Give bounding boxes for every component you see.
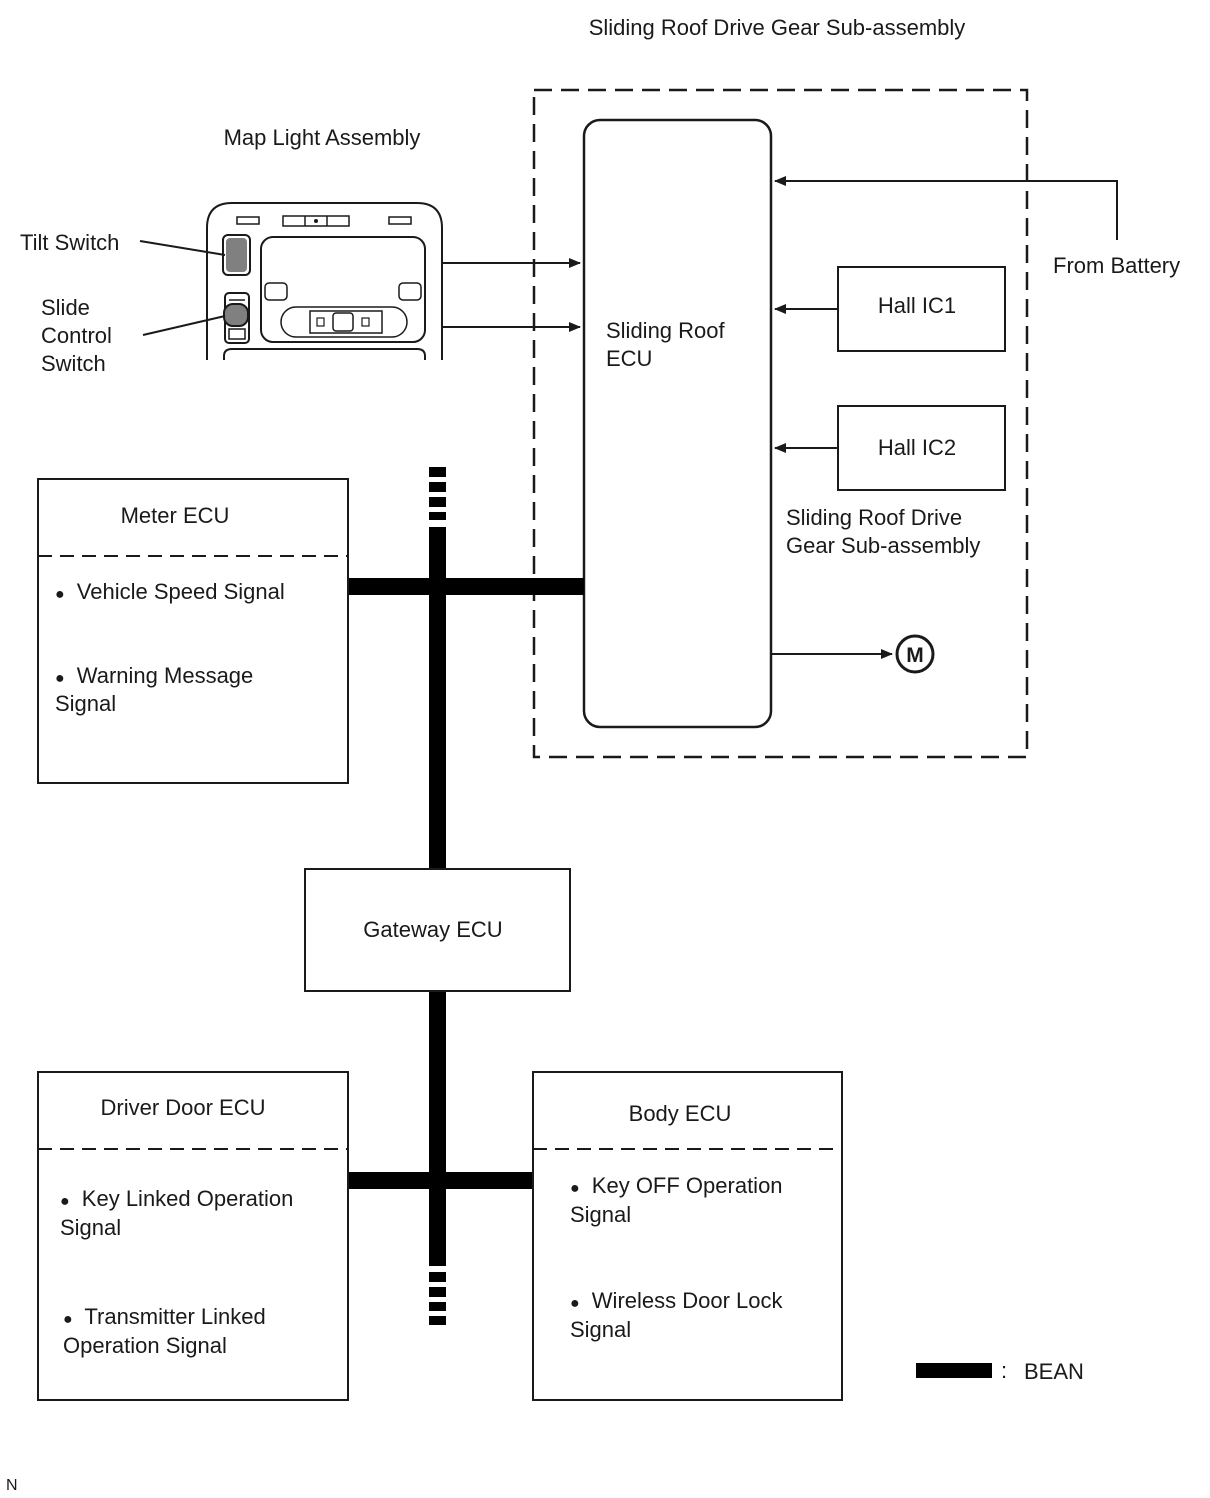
legend-colon: :	[1001, 1358, 1007, 1383]
bullet: ●	[55, 670, 65, 687]
body-ecu-title: Body ECU	[629, 1101, 732, 1126]
slide-control-switch-label: Slide Control Switch	[41, 295, 118, 376]
driver-door-ecu-signal-2: ● Transmitter Linked Operation Signal	[63, 1304, 272, 1358]
motor-label: M	[906, 644, 924, 667]
drive-gear-top-label: Sliding Roof Drive Gear Sub-assembly	[589, 15, 966, 40]
map-light-icon	[206, 202, 443, 360]
hall-ic2-label: Hall IC2	[878, 435, 956, 460]
legend-bean-label: BEAN	[1024, 1359, 1084, 1384]
meter-ecu-signal-1: ● Vehicle Speed Signal	[55, 579, 285, 604]
slide-switch-leader	[142, 315, 226, 336]
motor-icon	[895, 634, 935, 674]
map-light-label: Map Light Assembly	[224, 125, 421, 150]
sliding-roof-ecu-box	[582, 118, 773, 729]
meter-ecu-box	[37, 478, 349, 784]
tilt-switch-leader	[139, 240, 226, 256]
body-ecu-signal-1: ● Key OFF Operation Signal	[570, 1173, 789, 1227]
body-ecu-signal-2: ● Wireless Door Lock Signal	[570, 1288, 789, 1342]
gateway-ecu-label: Gateway ECU	[363, 917, 502, 942]
drive-gear-enclosure	[532, 88, 1029, 759]
hall-ic1-box	[837, 266, 1006, 352]
bean-bus	[348, 467, 584, 1325]
body-ecu-box	[532, 1071, 843, 1401]
meter-ecu-signal-2: ● Warning Message Signal	[55, 663, 259, 716]
tilt-switch-label: Tilt Switch	[20, 230, 119, 255]
hall-ic1-label: Hall IC1	[878, 293, 956, 318]
driver-door-ecu-signal-1: ● Key Linked Operation Signal	[60, 1186, 300, 1240]
battery-line	[774, 176, 1118, 240]
driver-door-ecu-title: Driver Door ECU	[100, 1095, 265, 1120]
corner-mark: N	[6, 1477, 18, 1494]
sliding-roof-ecu-label: Sliding Roof ECU	[606, 318, 731, 371]
bullet: ●	[55, 586, 65, 603]
legend-bean-swatch	[916, 1363, 992, 1378]
gateway-ecu-box	[304, 868, 571, 992]
driver-door-ecu-box	[37, 1071, 349, 1401]
meter-ecu-title: Meter ECU	[121, 503, 230, 528]
drive-gear-inner-label: Sliding Roof Drive Gear Sub-assembly	[786, 505, 980, 558]
hall-ic2-box	[837, 405, 1006, 491]
from-battery-label: From Battery	[1053, 253, 1180, 278]
